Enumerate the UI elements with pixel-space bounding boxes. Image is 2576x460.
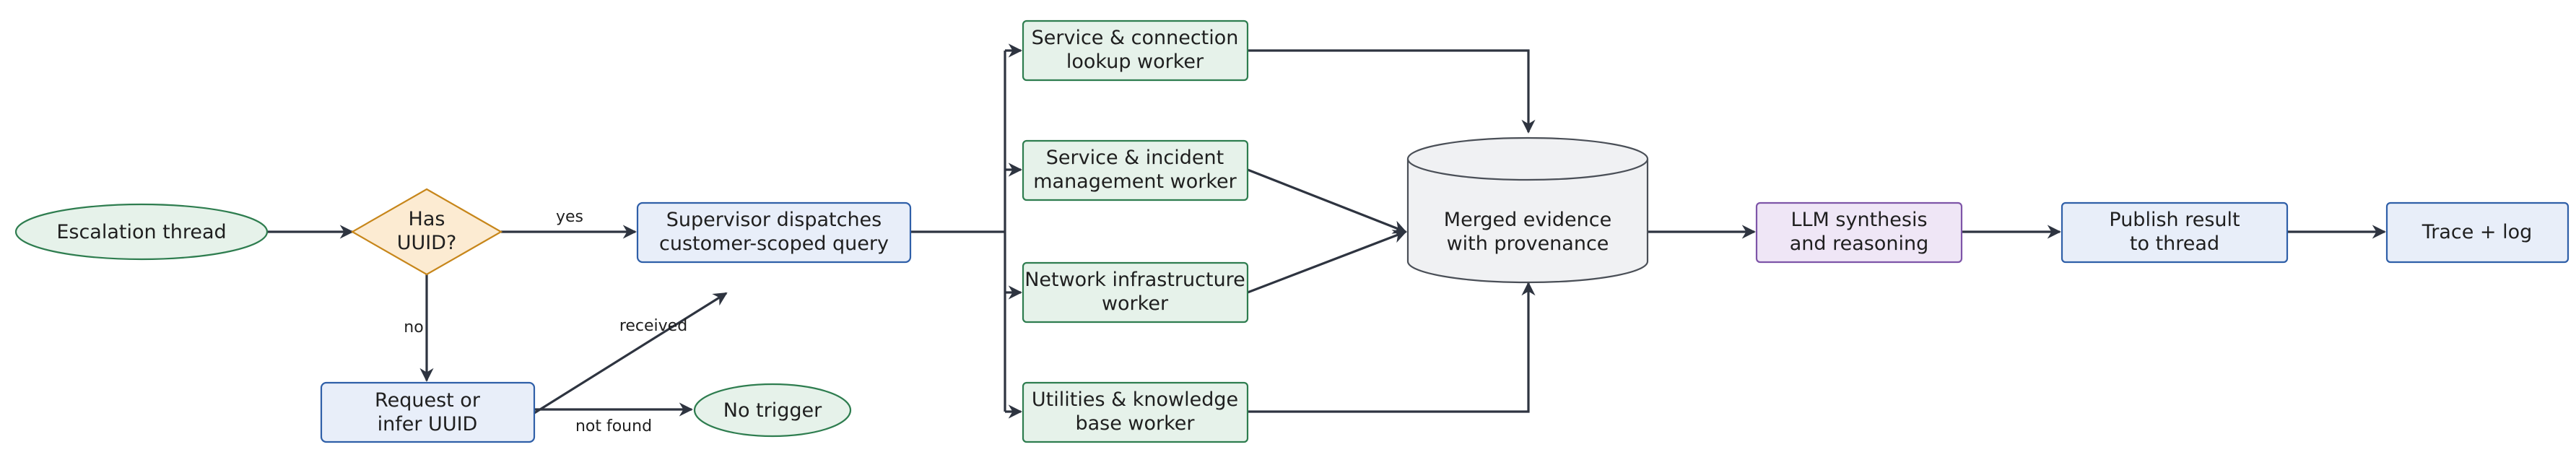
node-escalation-thread: Escalation thread	[14, 203, 269, 261]
node-worker-3-line1: Network infrastructure	[1024, 269, 1245, 291]
node-llm-line1: LLM synthesis	[1790, 209, 1927, 231]
node-has-uuid-decision: Has UUID?	[350, 188, 503, 276]
node-escalation-thread-label: Escalation thread	[56, 221, 226, 243]
node-trace-log-label: Trace + log	[2421, 221, 2533, 243]
node-no-trigger: No trigger	[693, 383, 852, 438]
node-llm-synthesis: LLM synthesis and reasoning	[1755, 201, 1963, 264]
node-merged-evidence-line2: with provenance	[1447, 233, 1609, 255]
node-has-uuid-line1: Has	[409, 208, 445, 230]
node-request-uuid-line2: infer UUID	[378, 413, 478, 435]
node-merged-evidence-cylinder: Merged evidence with provenance	[1406, 136, 1649, 284]
edge-label-received: received	[619, 317, 687, 335]
edge-request-received	[534, 292, 728, 415]
node-worker-4-line1: Utilities & knowledge	[1032, 389, 1238, 411]
edge-labels: yes no received not found	[404, 208, 687, 435]
node-request-uuid-line1: Request or	[375, 389, 481, 412]
node-no-trigger-label: No trigger	[723, 399, 822, 422]
node-merged-evidence-line1: Merged evidence	[1444, 209, 1611, 231]
node-request-uuid: Request or infer UUID	[320, 381, 536, 443]
node-supervisor: Supervisor dispatches customer-scoped qu…	[636, 201, 912, 264]
node-worker-1-line2: lookup worker	[1066, 51, 1204, 73]
node-publish-line1: Publish result	[2109, 209, 2240, 231]
node-worker-utilities: Utilities & knowledge base worker	[1022, 381, 1249, 443]
edge-label-no: no	[404, 318, 423, 337]
edge-worker-4-to-merged	[1248, 282, 1536, 413]
node-supervisor-line2: customer-scoped query	[659, 233, 889, 255]
node-publish-line2: to thread	[2130, 233, 2219, 255]
edge-label-yes: yes	[556, 208, 583, 226]
edges	[267, 43, 2386, 419]
node-worker-network: Network infrastructure worker	[1022, 261, 1249, 324]
node-worker-incident: Service & incident management worker	[1022, 139, 1249, 201]
node-worker-1-line1: Service & connection	[1032, 27, 1239, 49]
node-worker-4-line2: base worker	[1075, 412, 1195, 435]
edge-label-not-found: not found	[575, 417, 652, 435]
edge-worker-1-to-merged	[1248, 49, 1536, 134]
node-worker-2-line2: management worker	[1033, 170, 1237, 193]
node-trace-log: Trace + log	[2385, 201, 2570, 264]
edge-worker-2-to-merged	[1247, 168, 1407, 234]
node-worker-3-line2: worker	[1102, 292, 1169, 315]
node-worker-service-connection: Service & connection lookup worker	[1022, 19, 1249, 82]
node-llm-line2: and reasoning	[1790, 233, 1929, 255]
node-supervisor-line1: Supervisor dispatches	[666, 209, 882, 231]
node-worker-2-line1: Service & incident	[1046, 147, 1224, 169]
node-publish-result: Publish result to thread	[2061, 201, 2289, 264]
edge-worker-3-to-merged	[1247, 230, 1407, 294]
node-has-uuid-line2: UUID?	[397, 232, 457, 254]
